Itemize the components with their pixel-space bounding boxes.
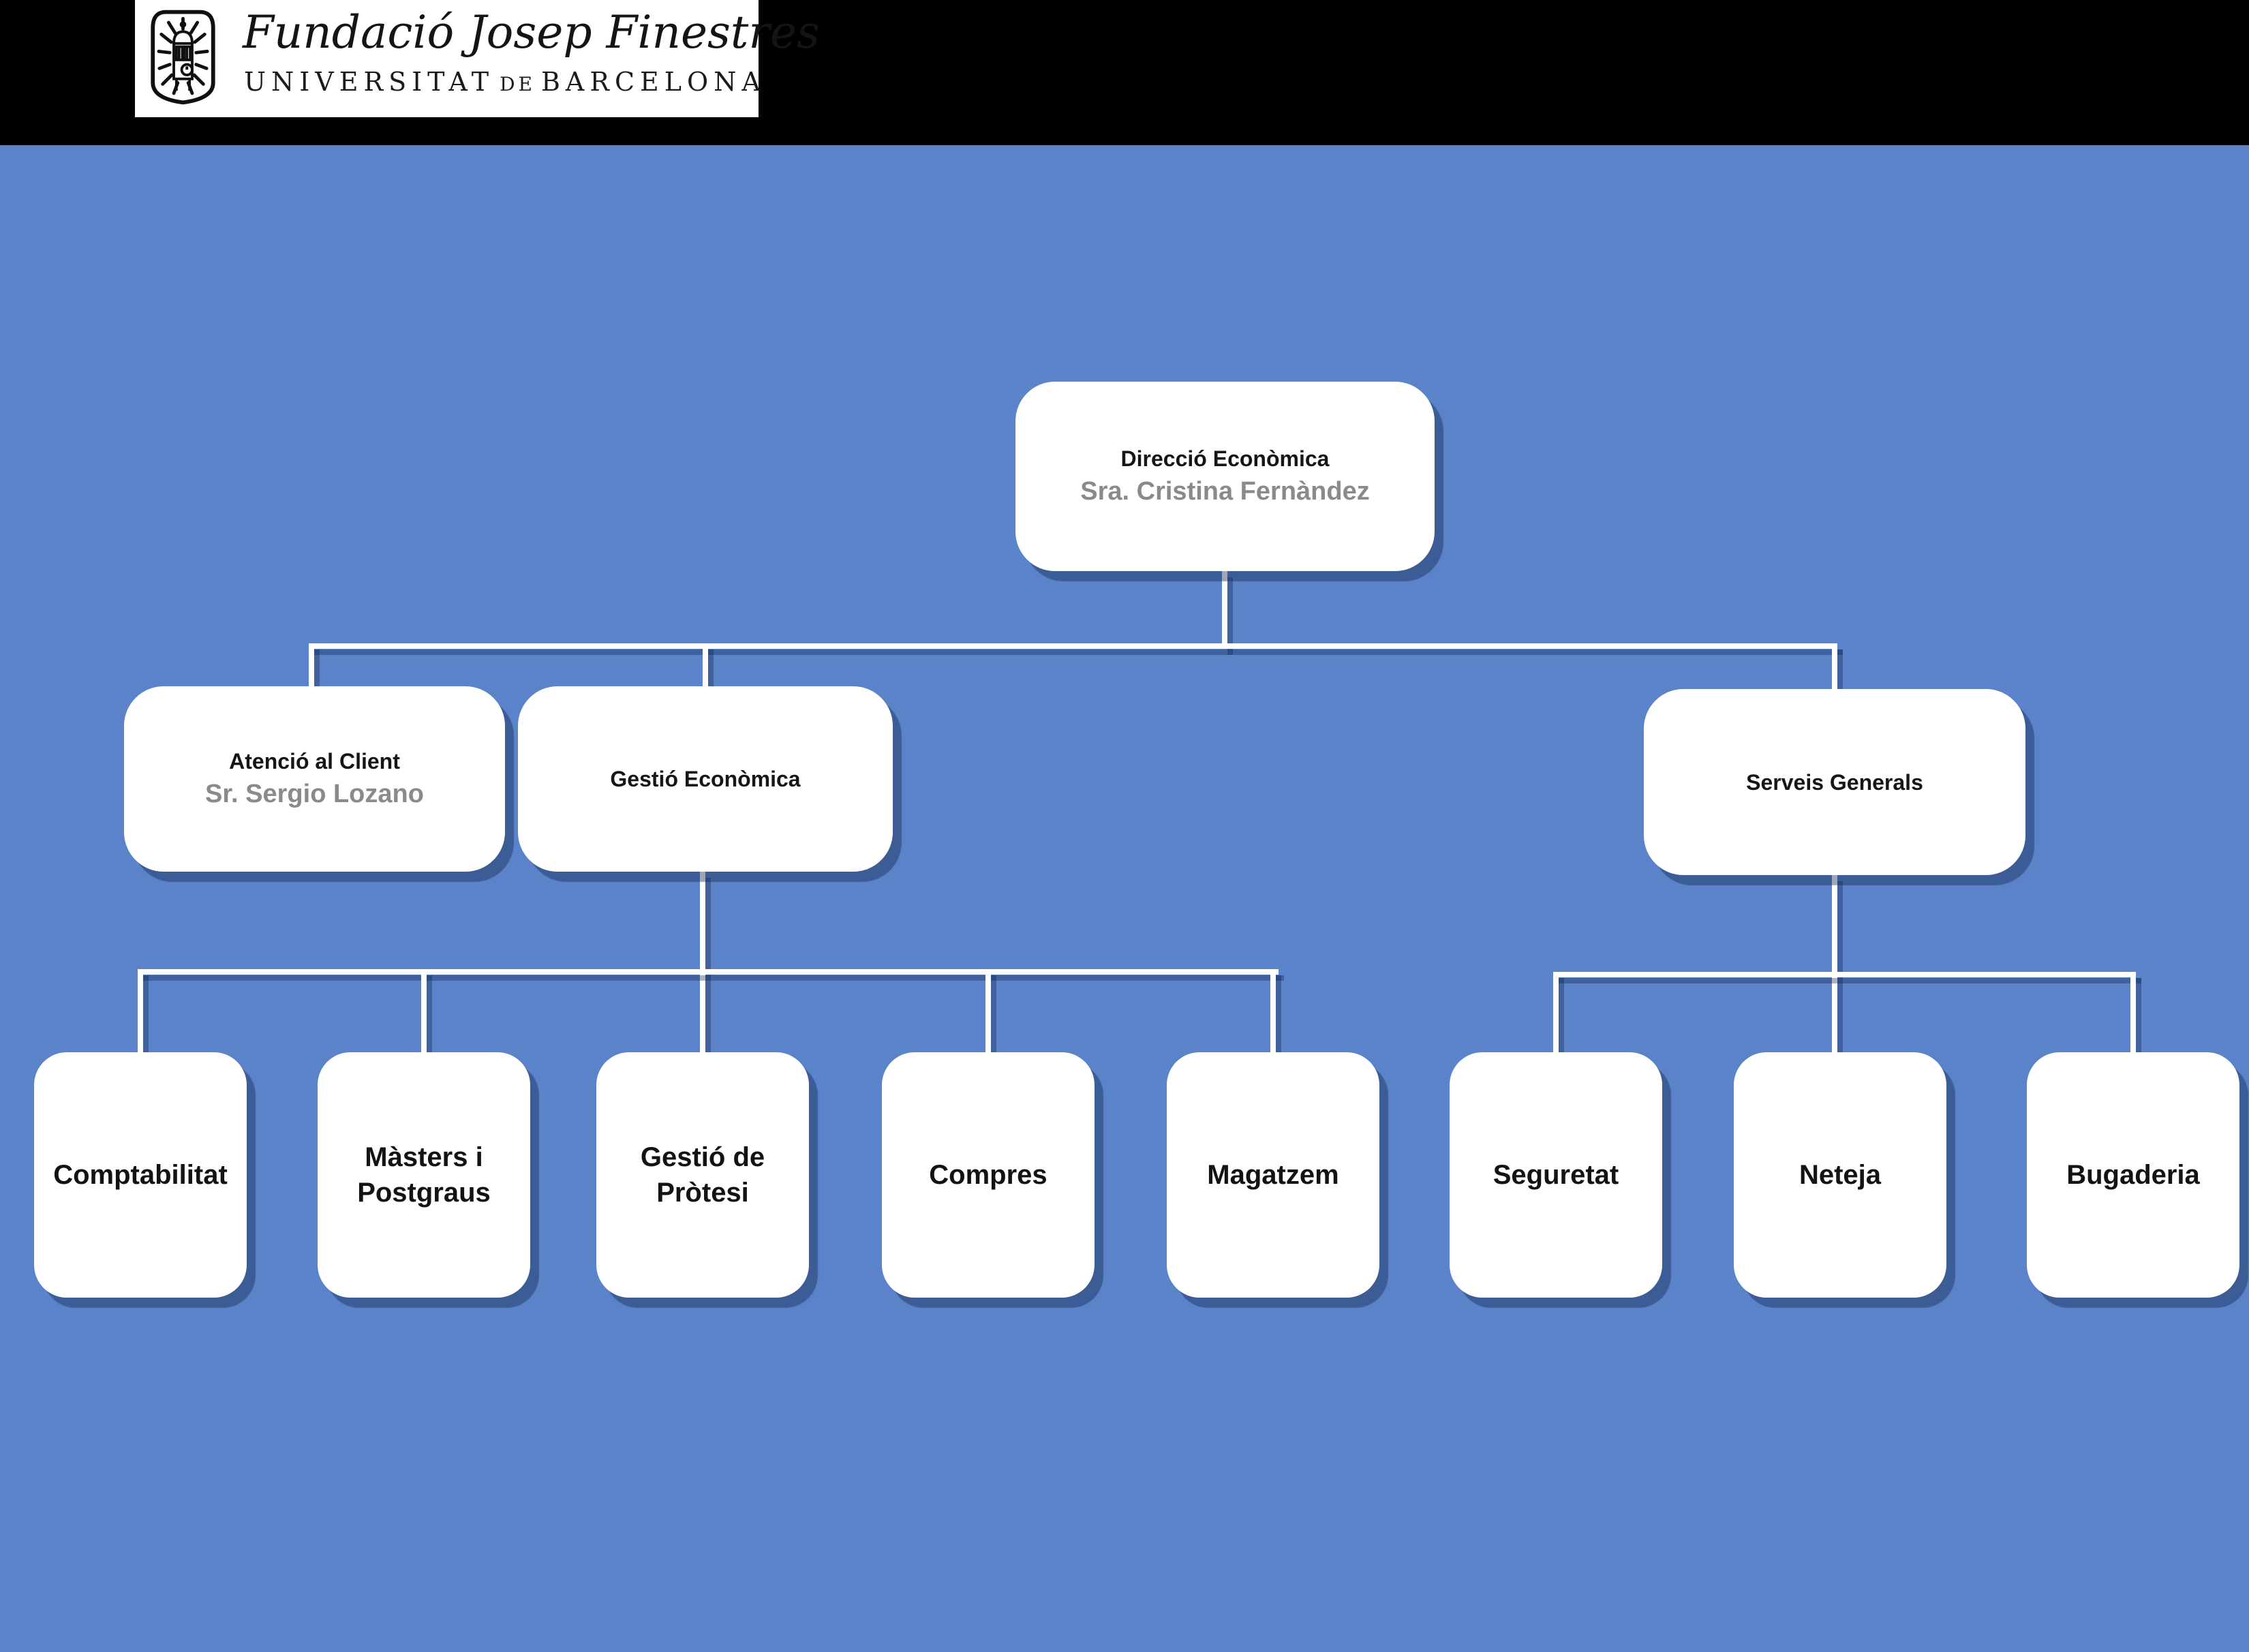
connector-stub-serveis (1832, 643, 1837, 691)
connector-stub-compres (985, 969, 991, 1055)
node-title: Compres (929, 1160, 1047, 1190)
connector-root-riser (1222, 571, 1227, 649)
connector-stub-masters (421, 969, 427, 1055)
node-title: Comptabilitat (53, 1160, 228, 1190)
connector-gestio-downline (700, 872, 705, 1054)
brand-title: Fundació Josep Finestres (243, 6, 820, 59)
brand-subtitle-word2: DE (500, 73, 536, 95)
node-title: Màsters i Postgraus (357, 1142, 491, 1208)
node-title: Bugaderia (2066, 1160, 2200, 1190)
connector-stub-comptabilitat (138, 969, 143, 1055)
node-title: Serveis Generals (1746, 769, 1923, 795)
org-node-comptabilitat: Comptabilitat (34, 1052, 247, 1298)
node-title: Direcció Econòmica (1120, 446, 1330, 471)
node-title: Seguretat (1493, 1160, 1619, 1190)
connector-serveis-downline (1832, 875, 1837, 1054)
connector-stub-atencio (309, 643, 314, 688)
node-person: Sr. Sergio Lozano (205, 780, 424, 808)
node-title: Gestió de Pròtesi (640, 1142, 765, 1208)
org-node-neteja: Neteja (1734, 1052, 1946, 1298)
connector-level3-right-horizontal (1553, 972, 2136, 977)
node-person: Sra. Cristina Fernàndez (1080, 477, 1370, 506)
org-node-bugaderia: Bugaderia (2027, 1052, 2239, 1298)
node-title: Atenció al Client (229, 749, 400, 774)
org-node-compres: Compres (882, 1052, 1095, 1298)
node-title: Neteja (1799, 1160, 1882, 1190)
org-node-magatzem: Magatzem (1167, 1052, 1379, 1298)
brand-subtitle-word3: BARCELONA (541, 67, 766, 97)
connector-stub-gestio (703, 643, 708, 688)
org-node-masters-i-postgraus: Màsters i Postgraus (318, 1052, 530, 1298)
org-node-gestio-economica: Gestió Econòmica (518, 686, 893, 872)
connector-level3-left-horizontal (138, 969, 1279, 975)
org-node-seguretat: Seguretat (1450, 1052, 1662, 1298)
node-title: Magatzem (1207, 1160, 1339, 1190)
university-tower-emblem-icon (151, 10, 215, 105)
org-node-direccio-economica: Direcció Econòmica Sra. Cristina Fernànd… (1015, 382, 1435, 571)
connector-stub-seguretat (1553, 972, 1559, 1055)
org-node-serveis-generals: Serveis Generals (1644, 689, 2025, 875)
connector-stub-bugaderia (2130, 972, 2136, 1055)
connector-level1-horizontal (309, 643, 1837, 649)
connector-stub-magatzem (1270, 969, 1276, 1055)
node-title: Gestió Econòmica (610, 767, 801, 791)
org-node-atencio-al-client: Atenció al Client Sr. Sergio Lozano (124, 686, 505, 872)
brand-subtitle-word1: UNIVERSITAT (244, 67, 495, 97)
org-node-gestio-de-protesi: Gestió de Pròtesi (596, 1052, 809, 1298)
